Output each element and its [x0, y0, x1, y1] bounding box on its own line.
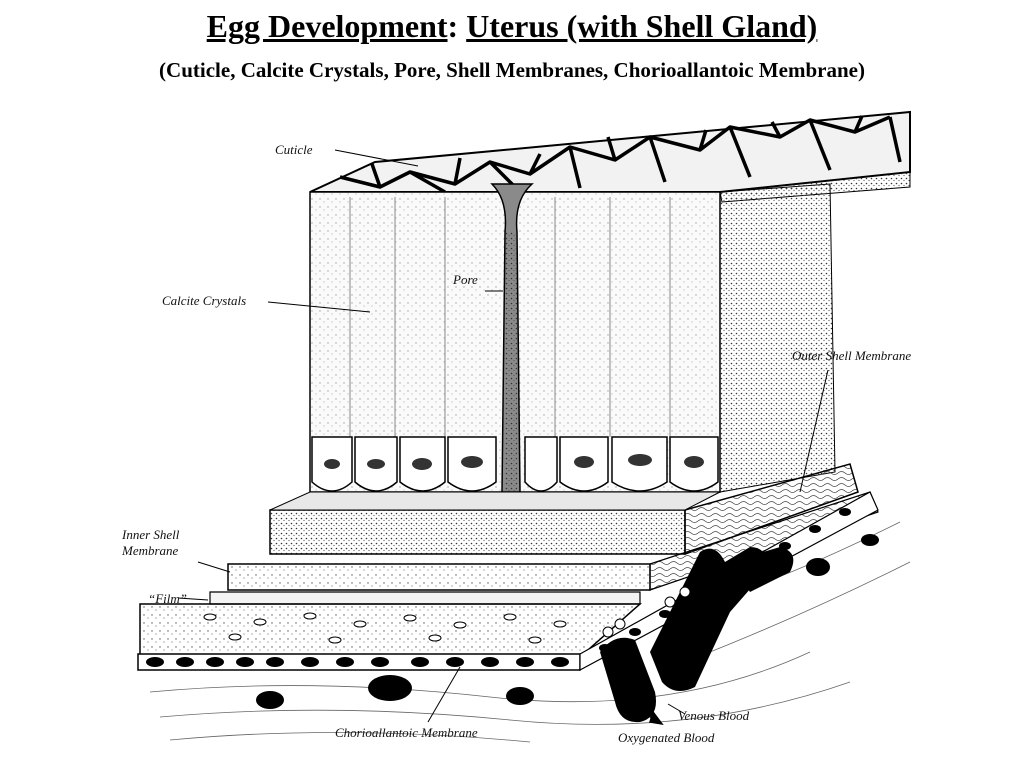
label-outer-shell-membrane: Outer Shell Membrane — [792, 348, 911, 363]
calcite-crystals-layer — [309, 183, 836, 493]
blood-vessels — [600, 547, 794, 723]
label-calcite-crystals: Calcite Crystals — [162, 293, 246, 308]
title-part-2: Uterus (with Shell Gland) — [466, 8, 818, 44]
outer-shell-membrane-layer — [269, 463, 859, 556]
label-inner-shell-line2: Membrane — [121, 543, 179, 558]
label-inner-shell-line1: Inner Shell — [121, 527, 180, 542]
label-pore: Pore — [452, 272, 478, 287]
title-separator: : — [447, 8, 459, 44]
leader-lines — [177, 149, 829, 723]
film-layer — [209, 591, 641, 605]
blood-flow-arrows — [639, 709, 664, 726]
label-cuticle: Cuticle — [275, 142, 313, 157]
label-chorioallantoic-membrane: Chorioallantoic Membrane — [335, 725, 478, 740]
label-film: “Film” — [148, 591, 187, 606]
title-part-1: Egg Development — [206, 8, 448, 44]
slide-title: Egg Development: Uterus (with Shell Glan… — [0, 8, 1024, 45]
eggshell-cross-section-diagram: Cuticle Calcite Crystals Pore Outer Shel… — [121, 110, 911, 745]
label-oxygenated-blood: Oxygenated Blood — [618, 730, 715, 745]
label-venous-blood: Venous Blood — [678, 708, 750, 723]
slide-subtitle: (Cuticle, Calcite Crystals, Pore, Shell … — [159, 58, 865, 82]
